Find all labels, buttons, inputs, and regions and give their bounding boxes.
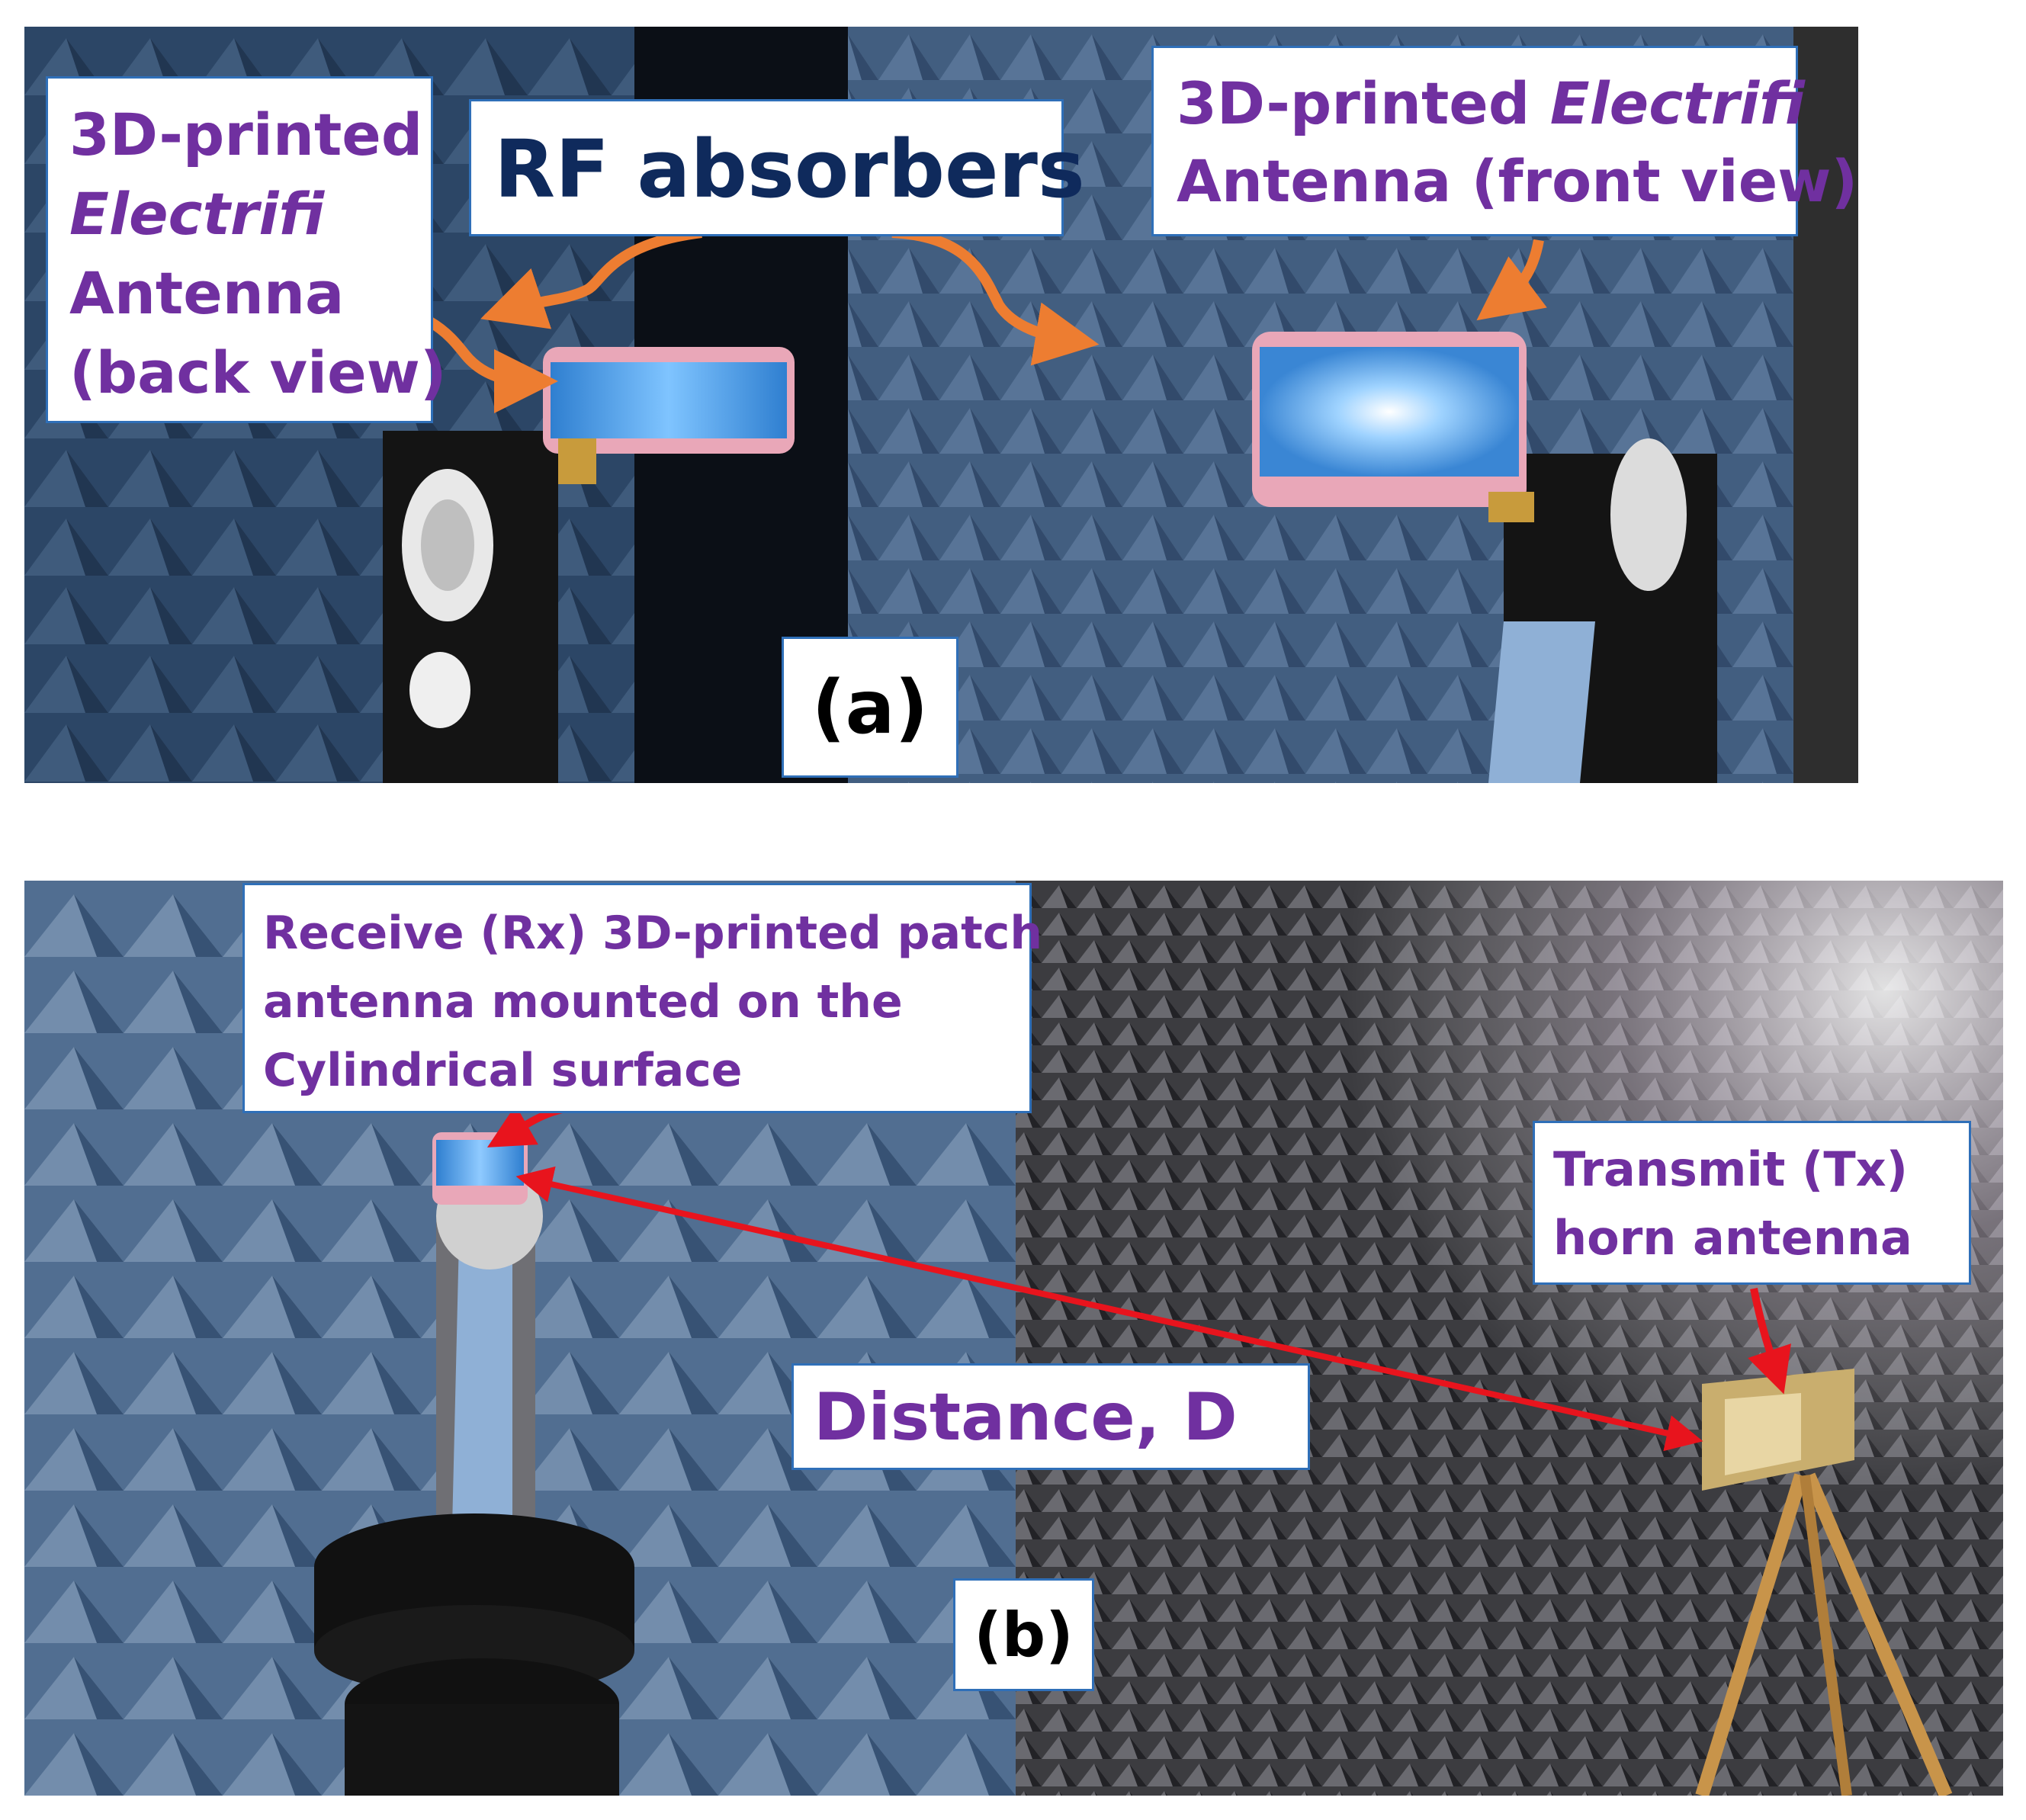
front-view-label: 3D-printed Electrifi Antenna (front view…	[1151, 46, 1858, 236]
front-view-italic: Electrifi	[1549, 69, 1805, 137]
front-view-line-2: Antenna (front view)	[1177, 147, 1858, 215]
front-view-prefix: 3D-printed	[1177, 69, 1550, 137]
back-view-line-3: Antenna	[69, 259, 345, 327]
back-view-line-2: Electrifi	[69, 180, 325, 248]
tx-line-2: horn antenna	[1553, 1210, 1912, 1266]
back-view-line-4: (back view)	[69, 339, 447, 406]
distance-label: Distance, D	[791, 1363, 1310, 1470]
back-view-line-1: 3D-printed	[69, 101, 423, 169]
tx-line-1: Transmit (Tx)	[1553, 1141, 1908, 1197]
rx-antenna-label: Receive (Rx) 3D-printed patch antenna mo…	[242, 883, 1043, 1113]
rx-line-2: antenna mounted on the	[263, 975, 903, 1029]
tx-antenna-label: Transmit (Tx) horn antenna	[1533, 1121, 1971, 1285]
rx-line-3: Cylindrical surface	[263, 1044, 743, 1097]
front-view-line-1: 3D-printed Electrifi	[1177, 65, 1805, 143]
panel-b-tag: (b)	[953, 1578, 1094, 1691]
rx-line-1: Receive (Rx) 3D-printed patch	[263, 907, 1043, 960]
panel-a-tag-text: (a)	[811, 665, 929, 750]
rf-absorbers-label: RF absorbers	[469, 99, 1085, 236]
distance-text: Distance, D	[814, 1379, 1238, 1456]
rf-absorbers-text: RF absorbers	[494, 123, 1085, 216]
panel-b-tag-text: (b)	[974, 1600, 1074, 1671]
back-view-label: 3D-printed Electrifi Antenna (back view)	[46, 76, 447, 423]
panel-a-tag: (a)	[782, 637, 958, 778]
